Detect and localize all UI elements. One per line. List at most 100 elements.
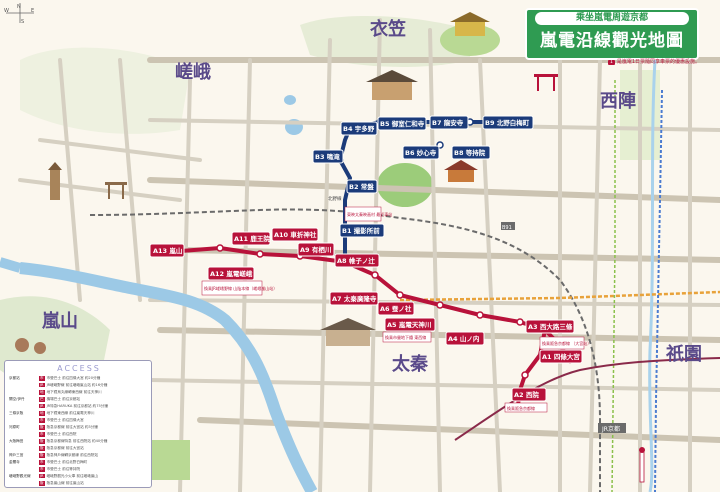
- note-a2: 換乘阪急京都線: [504, 402, 548, 413]
- access-text: 市營巴士 前往四條大宮: [46, 418, 84, 422]
- station-a1[interactable]: A1 四條大宮: [539, 349, 583, 364]
- katsura-river: [19, 262, 318, 492]
- map-subtitle: 乘坐嵐電周遊京都: [535, 12, 689, 25]
- access-text: 機場巴士 前往京都站: [46, 397, 81, 401]
- access-badge: 市: [39, 418, 45, 423]
- station-b3[interactable]: B3 鳴滝: [312, 149, 344, 164]
- kinkakuji-temple-illustration: [450, 12, 490, 36]
- access-category: 大阪梅田: [9, 439, 24, 443]
- jr-station-label: JR京都: [598, 423, 626, 433]
- district-saga: 嵯峨: [175, 61, 211, 83]
- saga-torii-illustration: [105, 182, 127, 199]
- svg-text:B7 龍安寺: B7 龍安寺: [432, 118, 464, 127]
- svg-text:A11 鹿王院: A11 鹿王院: [234, 234, 270, 243]
- station-a12[interactable]: A12 嵐電嵯峨: [207, 266, 255, 281]
- access-badge: 地: [39, 390, 45, 395]
- svg-text:B9 北野白梅町: B9 北野白梅町: [485, 118, 530, 127]
- access-row: 神戶三宮阪阪急神戶線轉京都線 前往西院站: [9, 453, 149, 460]
- access-badge: 阪: [39, 446, 45, 451]
- access-row: 大阪梅田阪阪急京都線特急 前往西院站 約40分鐘: [9, 439, 149, 446]
- access-badge: 市: [39, 460, 45, 465]
- station-b9[interactable]: B9 北野白梅町: [482, 115, 534, 130]
- access-badge: 市: [39, 376, 45, 381]
- access-badge: 阪: [39, 425, 45, 430]
- access-category: 金閣寺: [9, 460, 20, 464]
- access-text: 市營巴士 前往北野白梅町: [46, 460, 88, 464]
- access-row: 河原町阪阪急京都線 前往大宮站 約3分鐘: [9, 425, 149, 432]
- station-a4[interactable]: A4 山ノ内: [445, 331, 485, 346]
- svg-text:B91: B91: [502, 225, 512, 231]
- kamo-river: [648, 59, 657, 492]
- access-row: 三條京阪地地下鐵東西線 前往嵐電天神川: [9, 411, 149, 418]
- note-a1: 換乘阪急京都線 （大宮站）: [539, 336, 591, 350]
- access-text: 市營巴士 前往西院: [46, 432, 77, 436]
- station-b6[interactable]: B6 妙心寺: [402, 145, 440, 160]
- access-row: 金閣寺 市市營巴士 前往北野白梅町: [9, 460, 149, 467]
- station-a9[interactable]: A9 有栖川: [297, 242, 335, 257]
- access-badge: 巴: [39, 397, 45, 402]
- access-category: 關空/伊丹: [9, 397, 25, 401]
- access-row: 市市營巴士 前往等持院: [9, 467, 149, 474]
- access-badge: 地: [39, 411, 45, 416]
- station-a10[interactable]: A10 車折神社: [271, 227, 319, 242]
- svg-text:B4 宇多野: B4 宇多野: [343, 124, 375, 133]
- access-badge: 市: [39, 467, 45, 472]
- access-row: 市市營巴士 前往四條大宮: [9, 418, 149, 425]
- district-kinugasa: 衣笠: [370, 18, 406, 40]
- svg-text:A9 有栖川: A9 有栖川: [300, 245, 331, 254]
- station-a11[interactable]: A11 鹿王院: [231, 231, 271, 246]
- svg-text:A2 西院: A2 西院: [514, 390, 539, 399]
- svg-text:A8 帷子ノ辻: A8 帷子ノ辻: [337, 256, 375, 265]
- svg-text:B6 妙心寺: B6 妙心寺: [405, 148, 437, 157]
- subway-karasuma-line: [611, 80, 616, 492]
- station-a6[interactable]: A6 蚕ノ社: [377, 301, 415, 316]
- monkey-illustration: [15, 338, 46, 354]
- svg-text:換乘JR嵯峨野線 山陰本線（嵯峨嵐山站）: 換乘JR嵯峨野線 山陰本線（嵯峨嵐山站）: [204, 285, 277, 291]
- access-row: 關空/伊丹 巴機場巴士 前往京都站: [9, 397, 149, 404]
- svg-text:A7 太秦廣隆寺: A7 太秦廣隆寺: [332, 294, 377, 303]
- station-a3[interactable]: A3 西大路三條: [525, 319, 575, 334]
- svg-text:B1 撮影所前: B1 撮影所前: [342, 226, 380, 235]
- station-a7[interactable]: A7 太秦廣隆寺: [329, 291, 379, 306]
- label-kitano-line: 北野線: [328, 195, 342, 202]
- station-b2[interactable]: B2 常盤: [346, 179, 378, 194]
- kyoto-tower-illustration: [639, 447, 645, 483]
- katsura-river-upper: [0, 257, 22, 273]
- station-b8[interactable]: B8 等持院: [451, 145, 491, 160]
- svg-text:A12 嵐電嵯峨: A12 嵐電嵯峨: [210, 269, 253, 278]
- access-text: 阪急京都線特急 前往西院站 約40分鐘: [46, 439, 108, 443]
- access-category: 神戶三宮: [9, 453, 24, 457]
- station-b1[interactable]: B1 撮影所前: [339, 223, 385, 238]
- pagoda-illustration: [48, 162, 62, 200]
- district-uzumasa: 太秦: [392, 353, 429, 375]
- map-title: 嵐電沿線觀光地圖: [540, 31, 684, 51]
- station-b7[interactable]: B7 龍安寺: [429, 115, 469, 130]
- access-text: 嵯峨野觀光小火車 前往嵯峨嵐山: [46, 474, 99, 478]
- station-a2[interactable]: A2 西院: [511, 387, 547, 402]
- ninnaji-temple-illustration: [366, 70, 418, 100]
- svg-text:A1 四條大宮: A1 四條大宮: [542, 352, 580, 361]
- access-text: JR特急HARUKA 前往京都站 約75分鐘: [46, 404, 108, 408]
- station-a8[interactable]: A8 帷子ノ辻: [334, 253, 380, 268]
- station-a13[interactable]: A13 嵐山: [149, 243, 185, 258]
- access-text: 阪急神戶線轉京都線 前往西院站: [46, 453, 99, 457]
- svg-text:換乘阪急京都線 （大宮站）: 換乘阪急京都線 （大宮站）: [542, 340, 591, 346]
- access-category: 京都站: [9, 376, 20, 380]
- compass-north: N: [17, 4, 21, 10]
- uzumasa-temple-illustration: [320, 318, 376, 346]
- bamboo-illustration: [150, 440, 190, 480]
- station-a5[interactable]: A5 嵐電天神川: [384, 317, 436, 332]
- access-row: 京都站市市營巴士 前往四條大宮 約20分鐘: [9, 376, 149, 383]
- access-row: 地地下鐵烏丸線轉東西線 前往天神川: [9, 390, 149, 397]
- b91-label: B91: [501, 222, 515, 231]
- station-b4[interactable]: B4 宇多野: [340, 121, 378, 136]
- compass-west: W: [4, 8, 9, 14]
- svg-text:B8 等持院: B8 等持院: [454, 148, 486, 157]
- map-title-box: 乘坐嵐電周遊京都 嵐電沿線觀光地圖: [525, 8, 699, 60]
- compass-icon: N E S W: [4, 3, 34, 24]
- station-b5[interactable]: B5 御室仁和寺: [377, 116, 427, 131]
